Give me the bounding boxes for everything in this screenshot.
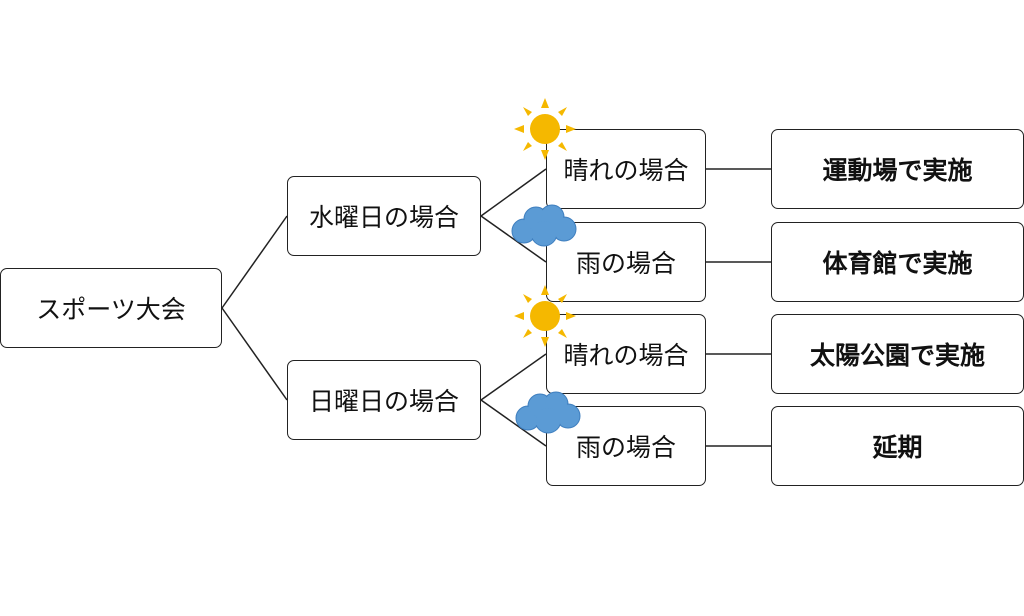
cloud-icon	[511, 204, 577, 247]
case-node-wednesday-sunny: 晴れの場合	[546, 129, 706, 209]
connector-sunday-sunny	[480, 353, 547, 401]
connector-sunday-rainy	[480, 399, 547, 447]
connector-wednesday-sunny	[480, 168, 547, 217]
case-node-sunday-sunny: 晴れの場合	[546, 314, 706, 394]
result-node-2: 体育館で実施	[771, 222, 1024, 302]
sun-icon	[514, 98, 576, 160]
day-node-wednesday: 水曜日の場合	[287, 176, 481, 256]
day-node-sunday: 日曜日の場合	[287, 360, 481, 440]
connector-wednesday-rainy	[480, 215, 547, 263]
root-node: スポーツ大会	[0, 268, 222, 348]
connector-root-sunday	[221, 307, 288, 401]
result-node-4: 延期	[771, 406, 1024, 486]
cloud-icon	[515, 391, 581, 434]
connector-root-wednesday	[221, 215, 288, 309]
result-node-1: 運動場で実施	[771, 129, 1024, 209]
sun-icon	[514, 285, 576, 347]
result-node-3: 太陽公園で実施	[771, 314, 1024, 394]
